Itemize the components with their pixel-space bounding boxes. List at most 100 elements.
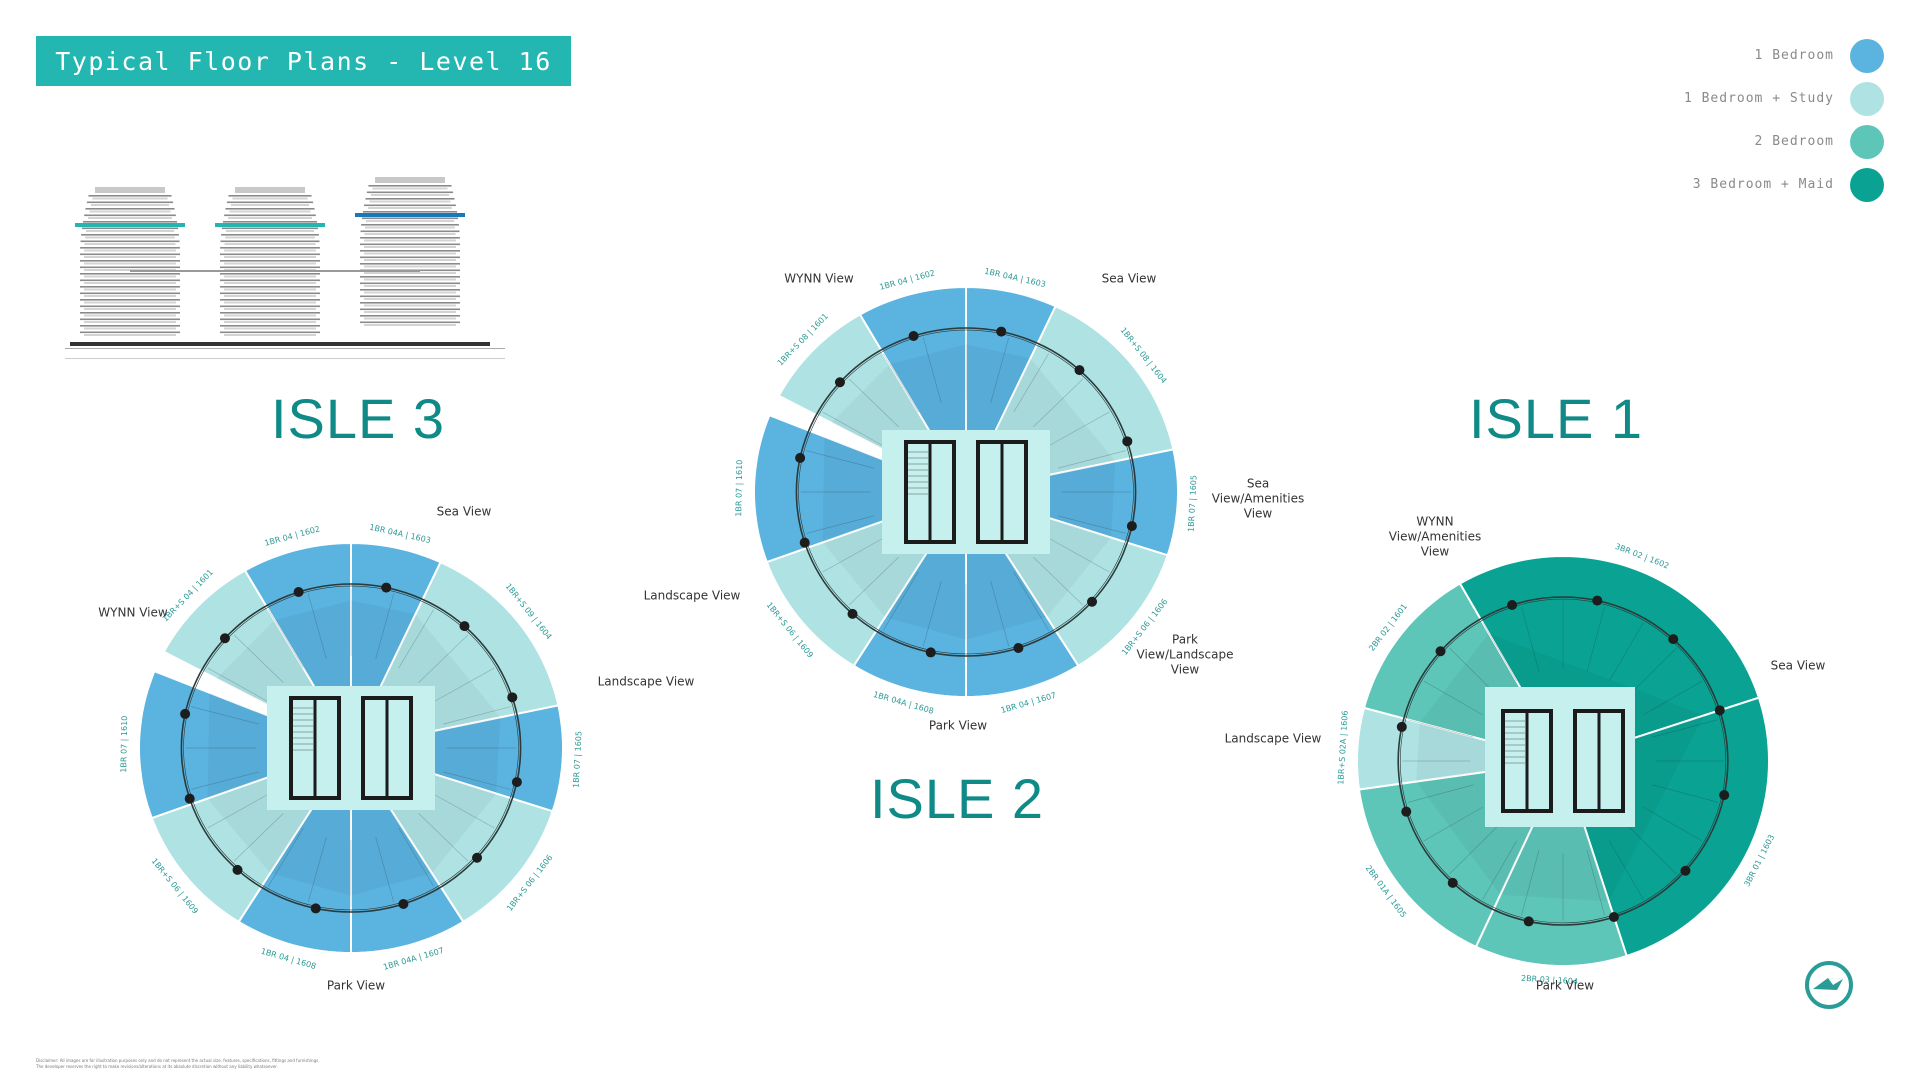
view-label: Landscape View	[643, 588, 741, 603]
legend-swatch	[1850, 124, 1884, 159]
disclaimer-line: Disclaimer: All images are for illustrat…	[36, 1058, 320, 1063]
legend-item-1-bedroom: 1 Bedroom	[1684, 34, 1884, 77]
column	[184, 793, 195, 804]
unit-area[interactable]	[347, 704, 565, 814]
column	[925, 647, 936, 658]
column	[996, 326, 1007, 337]
column	[293, 587, 304, 598]
legend-item-1-bedroom-study: 1 Bedroom + Study	[1684, 77, 1884, 120]
unit-label: 1BR 04 | 1602	[879, 268, 936, 291]
unit-label: 1BR 07 | 1605	[1187, 475, 1199, 532]
column	[459, 621, 470, 632]
podium	[70, 342, 490, 346]
disclaimer: Disclaimer: All images are for illustrat…	[36, 1058, 366, 1070]
column	[1074, 365, 1085, 376]
view-label: Sea View/Amenities View	[1211, 476, 1305, 521]
facade-ring	[1397, 596, 1729, 926]
column	[398, 898, 409, 909]
column	[1592, 595, 1603, 606]
facade-ring	[180, 583, 522, 913]
level-16-highlight	[215, 223, 325, 227]
view-label: WYNN View	[98, 605, 168, 620]
legend-label: 1 Bedroom	[1754, 48, 1834, 63]
column	[1719, 790, 1730, 801]
column	[847, 608, 858, 619]
column	[1401, 806, 1412, 817]
column	[1714, 705, 1725, 716]
column	[1435, 646, 1446, 657]
legend-swatch	[1850, 81, 1884, 116]
level-16-highlight	[75, 223, 185, 227]
facade-ring	[795, 327, 1137, 657]
unit-label: 2BR 03 | 1604	[1521, 974, 1578, 986]
column	[1608, 911, 1619, 922]
unit-interior	[1500, 761, 1609, 902]
unit-label: 1BR 04 | 1607	[1000, 691, 1057, 715]
unit-label: 1BR 07 | 1605	[572, 731, 584, 788]
view-label: WYNN View	[784, 271, 854, 286]
core-corridor	[882, 430, 1050, 554]
page-title: Typical Floor Plans - Level 16	[55, 46, 552, 76]
column	[1396, 721, 1407, 732]
isle-2-title: ISLE 2	[869, 767, 1045, 830]
unit-label: 1BR 04 | 1608	[260, 947, 317, 971]
level-16-highlight	[355, 213, 465, 217]
unit-area[interactable]	[1355, 706, 1564, 791]
legend-swatch	[1850, 38, 1884, 73]
column	[1523, 916, 1534, 927]
column	[799, 537, 810, 548]
legend-label: 1 Bedroom + Study	[1683, 91, 1834, 106]
view-label: Park View	[1535, 978, 1595, 993]
column	[1122, 436, 1133, 447]
tower-elevation	[215, 187, 325, 336]
unit-label: 1BR 07 | 1610	[734, 460, 744, 517]
page-title-banner: Typical Floor Plans - Level 16	[36, 36, 571, 86]
column	[834, 377, 845, 388]
column	[219, 633, 230, 644]
view-label: Landscape View	[1224, 731, 1322, 746]
view-label: Sea View	[436, 504, 492, 519]
column	[1013, 642, 1024, 653]
column	[472, 852, 483, 863]
unit-label: 1BR 04A | 1603	[984, 267, 1047, 289]
building-elevation	[65, 177, 505, 359]
isle-1-title: ISLE 1	[1468, 387, 1644, 450]
view-label: Sea View	[1770, 658, 1826, 673]
legend-item-2-bedroom: 2 Bedroom	[1684, 120, 1884, 163]
disclaimer-line: The developer reserves the right to make…	[36, 1064, 278, 1069]
column	[381, 582, 392, 593]
column	[1507, 600, 1518, 611]
view-label: Park View	[928, 718, 988, 733]
unit-area[interactable]	[752, 414, 969, 564]
unit-area[interactable]	[137, 670, 354, 820]
column	[1668, 634, 1679, 645]
column	[1680, 865, 1691, 876]
view-label: WYNN View/Amenities View	[1388, 514, 1482, 559]
unit-label: 1BR 04A | 1603	[369, 523, 432, 545]
compass-logo-icon	[1805, 961, 1853, 1009]
view-label: Landscape View	[597, 674, 695, 689]
column	[232, 864, 243, 875]
column	[507, 692, 518, 703]
column	[1087, 596, 1098, 607]
column	[1126, 521, 1137, 532]
isle-3-title: ISLE 3	[270, 387, 446, 450]
unit-label: 1BR 04 | 1602	[264, 524, 321, 547]
view-label: Park View/Landscape View	[1136, 632, 1234, 677]
column	[180, 708, 191, 719]
unit-area[interactable]	[962, 448, 1180, 557]
legend-swatch	[1850, 167, 1884, 202]
view-label: Park View	[326, 978, 386, 993]
tower-elevation	[355, 177, 465, 326]
legend-label: 2 Bedroom	[1754, 134, 1834, 149]
column	[795, 452, 806, 463]
unit-area[interactable]	[1474, 758, 1628, 968]
column	[310, 903, 321, 914]
column	[908, 331, 919, 342]
core-corridor	[267, 686, 435, 810]
legend-item-3-bedroom-maid: 3 Bedroom + Maid	[1684, 163, 1884, 206]
